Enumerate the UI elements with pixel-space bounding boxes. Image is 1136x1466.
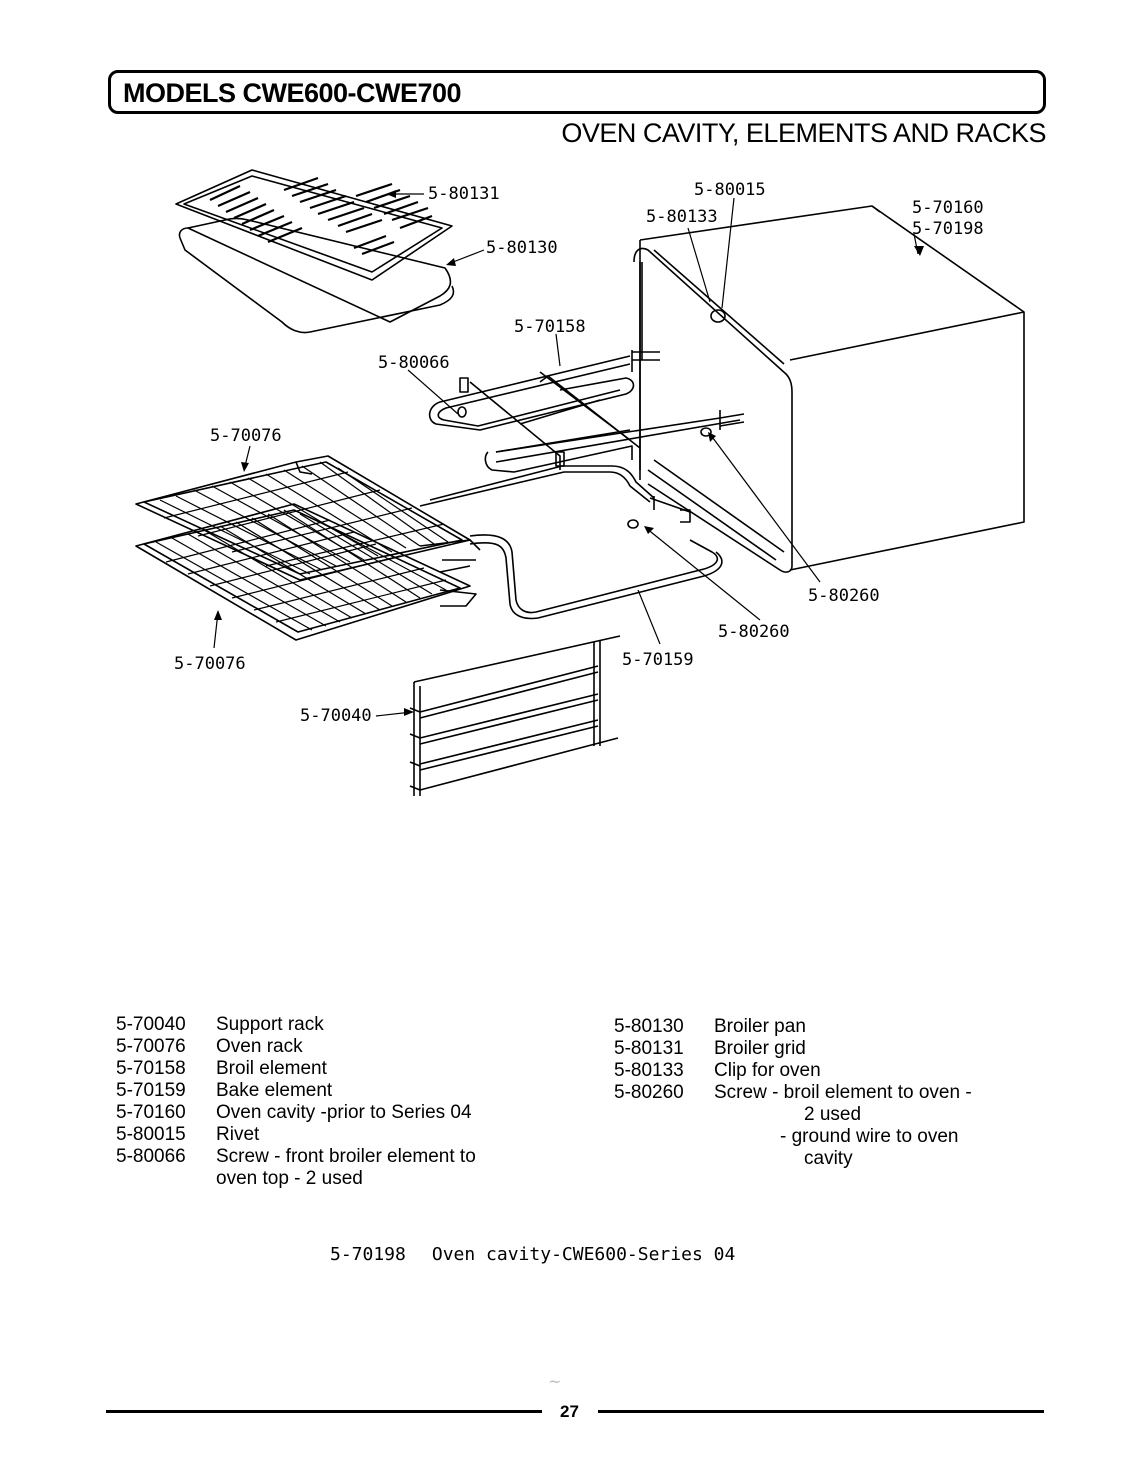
callout-5-70040: 5-70040 [300, 706, 372, 726]
callout-5-70076-upper: 5-70076 [210, 426, 282, 446]
parts-row-continued: oven top - 2 used [116, 1168, 566, 1190]
part-description: Screw - broil element to oven - [714, 1082, 972, 1103]
footer-rule-left [106, 1410, 542, 1413]
parts-list-left: 5-70040 Support rack 5-70076 Oven rack 5-7… [116, 1014, 566, 1190]
parts-row: 5-70076 Oven rack [116, 1036, 566, 1058]
part-number: 5-70160 [116, 1102, 186, 1123]
parts-row: 5-80133 Clip for oven [614, 1060, 1054, 1082]
part-description: Bake element [216, 1080, 333, 1101]
callout-5-80130: 5-80130 [486, 238, 558, 258]
oven-rack-lower [135, 503, 477, 641]
part-description: Clip for oven [714, 1060, 821, 1081]
page-number: 27 [560, 1402, 579, 1421]
callout-5-70158: 5-70158 [514, 317, 586, 337]
part-number: 5-70040 [116, 1014, 186, 1035]
title-box: MODELS CWE600-CWE700 [108, 70, 1046, 114]
parts-row-continued: 2 used [614, 1104, 1054, 1126]
part-number: 5-80133 [614, 1060, 684, 1081]
page-title: MODELS CWE600-CWE700 [123, 78, 462, 108]
part-number: 5-80015 [116, 1124, 186, 1145]
parts-row-continued: cavity [614, 1148, 1054, 1170]
parts-row: 5-70159 Bake element [116, 1080, 566, 1102]
part-description: Screw - front broiler element to [216, 1146, 476, 1167]
callout-5-70198: 5-70198 [912, 219, 984, 239]
part-description-continued: cavity [804, 1148, 853, 1169]
part-description-continued: 2 used [804, 1104, 862, 1125]
footnote: 5-70198 Oven cavity-CWE600-Series 04 [330, 1244, 735, 1265]
parts-row: 5-80015 Rivet [116, 1124, 566, 1146]
parts-row: 5-70040 Support rack [116, 1014, 566, 1036]
oven-front-frame [633, 247, 793, 573]
parts-row: 5-80131 Broiler grid [614, 1038, 1054, 1060]
part-description: Support rack [216, 1014, 324, 1035]
callout-5-80131: 5-80131 [428, 184, 500, 204]
parts-row: 5-80260 Screw - broil element to oven - [614, 1082, 1054, 1104]
bake-element [419, 465, 723, 620]
part-number: 5-80130 [614, 1016, 684, 1037]
support-rack [409, 635, 621, 796]
callout-5-80015: 5-80015 [694, 180, 766, 200]
part-description: Broil element [216, 1058, 327, 1079]
callout-5-80260-lower: 5-80260 [718, 622, 790, 642]
part-number: 5-80131 [614, 1038, 684, 1059]
part-description-continued: oven top - 2 used [216, 1168, 363, 1189]
part-description-continued: - ground wire to oven [780, 1126, 959, 1147]
callout-5-70159: 5-70159 [622, 650, 694, 670]
callout-5-70160: 5-70160 [912, 198, 984, 218]
callout-5-80260-right: 5-80260 [808, 586, 880, 606]
part-description: Oven cavity -prior to Series 04 [216, 1102, 472, 1123]
part-number: 5-80066 [116, 1146, 186, 1167]
part-number: 5-70076 [116, 1036, 186, 1057]
part-description: Oven rack [216, 1036, 303, 1057]
parts-row: 5-70158 Broil element [116, 1058, 566, 1080]
callout-5-80133: 5-80133 [646, 207, 718, 227]
leader-arrowheads [214, 190, 924, 716]
page-subtitle: OVEN CAVITY, ELEMENTS AND RACKS [561, 118, 1046, 148]
part-number: 5-70158 [116, 1058, 186, 1079]
callout-5-80066: 5-80066 [378, 353, 450, 373]
parts-row: 5-80066 Screw - front broiler element to [116, 1146, 566, 1168]
leader-lines [213, 193, 919, 717]
part-description: Rivet [216, 1124, 260, 1145]
handwritten-mark: ~ [548, 1372, 562, 1391]
broil-element [428, 350, 745, 473]
part-number: 5-80260 [614, 1082, 684, 1103]
parts-row: 5-70160 Oven cavity -prior to Series 04 [116, 1102, 566, 1124]
part-description: Broiler pan [714, 1016, 806, 1037]
parts-list-right: 5-80130 Broiler pan 5-80131 Broiler grid 5… [614, 1016, 1054, 1170]
oven-rack-upper [135, 455, 481, 581]
callout-5-70076-lower: 5-70076 [174, 654, 246, 674]
part-number: 5-70159 [116, 1080, 186, 1101]
parts-row-continued: - ground wire to oven [614, 1126, 1054, 1148]
footer-rule-right [598, 1410, 1044, 1413]
footnote-description: Oven cavity-CWE600-Series 04 [431, 1244, 736, 1265]
part-description: Broiler grid [714, 1038, 806, 1059]
footnote-part-number: 5-70198 [330, 1244, 406, 1265]
broiler-pan [178, 217, 455, 334]
parts-row: 5-80130 Broiler pan [614, 1016, 1054, 1038]
broiler-grid [175, 169, 453, 281]
